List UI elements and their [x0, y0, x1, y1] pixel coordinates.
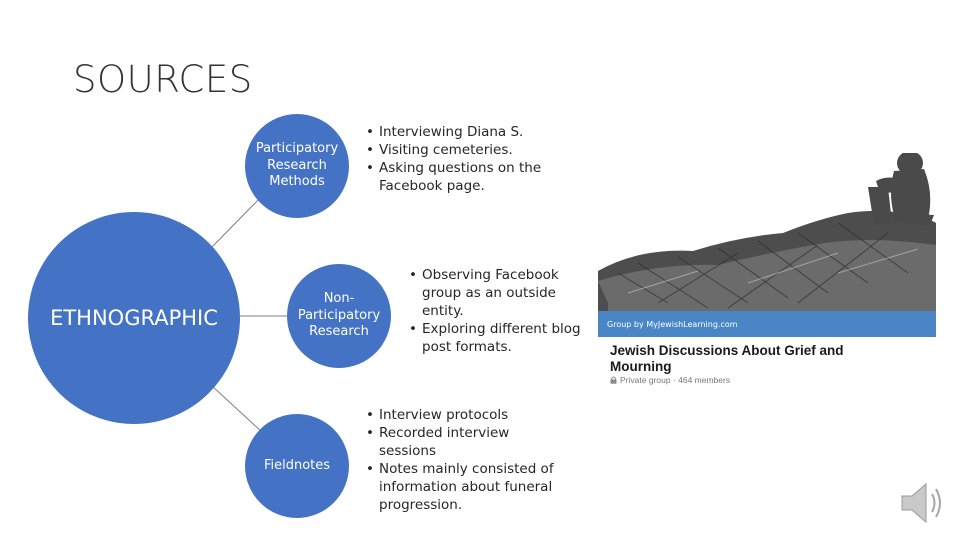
bullet-item: Observing Facebook group as an outside e…: [409, 267, 599, 321]
branch-circle-participatory: Participatory Research Methods: [245, 114, 349, 218]
branch-label: Non-Participatory Research: [297, 290, 381, 340]
branch-label: Participatory Research Methods: [255, 140, 339, 190]
facebook-group-card: Group by MyJewishLearning.com Jewish Dis…: [598, 153, 936, 401]
group-by-banner: Group by MyJewishLearning.com: [598, 311, 936, 337]
speaker-icon[interactable]: [898, 478, 948, 528]
participatory-bullets: Interviewing Diana S. Visiting cemeterie…: [366, 124, 576, 196]
connector-fieldnotes: [211, 385, 263, 433]
bullet-item: Notes mainly consisted of information ab…: [366, 461, 566, 515]
group-meta: Private group · 464 members: [610, 375, 730, 385]
bullet-item: Interviewing Diana S.: [366, 124, 576, 142]
grief-illustration: [598, 153, 936, 313]
branch-label: Fieldnotes: [263, 457, 331, 473]
bullet-item: Asking questions on the Facebook page.: [366, 160, 576, 196]
hub-label: ETHNOGRAPHIC: [50, 306, 218, 330]
branch-circle-non-participatory: Non-Participatory Research: [287, 264, 391, 368]
bullet-item: Visiting cemeteries.: [366, 142, 576, 160]
bullet-item: Exploring different blog post formats.: [409, 321, 599, 357]
hub-circle-ethnographic: ETHNOGRAPHIC: [28, 212, 240, 424]
non-participatory-bullets: Observing Facebook group as an outside e…: [409, 267, 599, 357]
branch-circle-fieldnotes: Fieldnotes: [245, 414, 349, 518]
lock-icon: [610, 376, 617, 384]
fieldnotes-bullets: Interview protocols Recorded interview s…: [366, 407, 566, 515]
group-name: Jewish Discussions About Grief and Mourn…: [610, 343, 844, 374]
bullet-item: Recorded interview sessions: [366, 425, 566, 461]
connector-participatory: [211, 195, 263, 248]
group-meta-text: Private group · 464 members: [620, 375, 731, 385]
bullet-item: Interview protocols: [366, 407, 566, 425]
slide-title: SOURCES: [73, 58, 253, 101]
